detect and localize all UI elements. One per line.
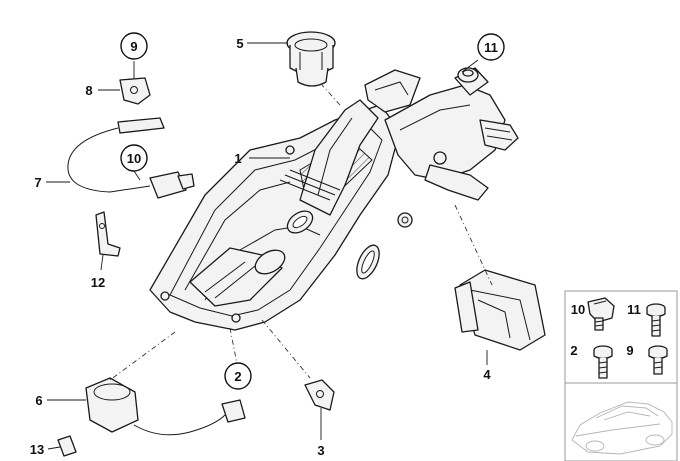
inset-label-11: 11 — [627, 302, 641, 317]
callout-2: 2 — [234, 369, 241, 384]
callout-circles — [120, 32, 505, 390]
clip-nut-part — [119, 77, 151, 105]
ignition-lock-part — [286, 31, 336, 87]
steering-angle-sensor-part — [57, 377, 246, 457]
callout-1: 1 — [234, 151, 241, 166]
bracket-part — [95, 211, 121, 257]
vehicle-silhouette — [571, 401, 673, 455]
callout-6: 6 — [35, 393, 42, 408]
inset-clip-nut — [587, 297, 615, 331]
sensor-cable-part — [67, 117, 195, 199]
callout-4: 4 — [483, 367, 491, 382]
callout-7: 7 — [34, 175, 41, 190]
inset-label-10: 10 — [571, 302, 585, 317]
callout-11: 11 — [484, 40, 498, 55]
inset-bolt-9 — [648, 345, 668, 375]
callout-13: 13 — [30, 442, 44, 457]
steering-lock-module-part — [454, 269, 546, 351]
inset-label-9: 9 — [626, 343, 633, 358]
callout-9: 9 — [130, 39, 137, 54]
inset-label-2: 2 — [570, 343, 577, 358]
steering-column-frame — [149, 69, 421, 331]
upper-shaft-housing — [384, 67, 519, 201]
callout-12: 12 — [91, 275, 105, 290]
callout-8: 8 — [85, 83, 92, 98]
hardware-inset-panel: 10 11 2 9 — [564, 290, 678, 461]
inset-bolt-2 — [593, 345, 613, 379]
assembly-lines — [109, 84, 493, 381]
callout-3: 3 — [317, 443, 324, 458]
leader-lines — [46, 42, 488, 450]
inset-bolt-11 — [646, 303, 666, 337]
small-clip-part — [304, 379, 335, 411]
callout-5: 5 — [236, 36, 243, 51]
callout-10: 10 — [127, 151, 141, 166]
